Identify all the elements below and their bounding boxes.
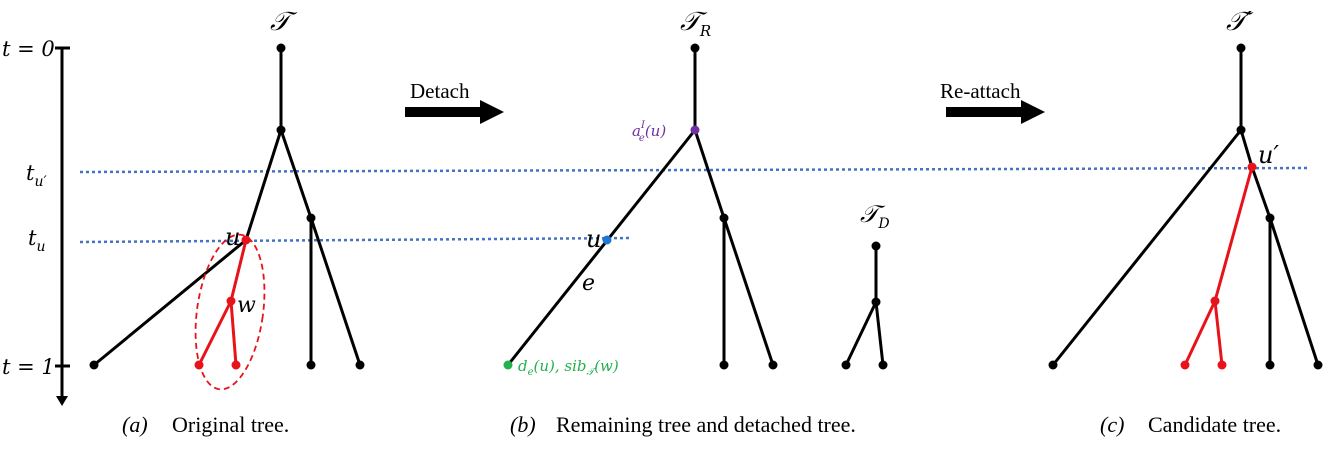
- edge-u-left: [93, 238, 247, 367]
- leaf-1: [89, 360, 99, 370]
- edge-u-prime-w: [1213, 166, 1254, 302]
- leaf-c2: [1180, 360, 1190, 370]
- caption-a-letter: (a): [122, 412, 148, 437]
- leaf-4: [306, 360, 316, 370]
- label-tu-prime: tu′: [26, 161, 47, 190]
- label-descendant: de(u), sib𝒯(w): [518, 357, 619, 378]
- panel-c-title: 𝒯′: [1226, 7, 1254, 37]
- caption-c-letter: (c): [1100, 412, 1124, 437]
- time-line-u-prime: [79, 166, 1309, 174]
- panel-b-title: 𝒯R: [680, 7, 711, 40]
- node-w-c: [1210, 296, 1220, 306]
- label-t1: t = 1: [2, 355, 55, 379]
- node-root-b: [690, 43, 700, 53]
- detach-label: Detach: [410, 79, 470, 103]
- node-u-prime: [1247, 162, 1257, 172]
- node-ancestor: [690, 125, 700, 135]
- label-w: w: [237, 293, 256, 318]
- edge-w-left: [197, 300, 233, 366]
- leaf-c1: [1048, 360, 1058, 370]
- edge-left-c: [1051, 129, 1243, 366]
- leaf-5: [355, 360, 365, 370]
- node-internal-c: [1236, 125, 1246, 135]
- node-td-w: [871, 297, 881, 307]
- node-descendant: [503, 360, 513, 370]
- node-root: [276, 43, 286, 53]
- edge-w-right-c: [1213, 300, 1224, 366]
- edge-w-right: [229, 300, 238, 366]
- edge-td-left: [844, 301, 878, 366]
- detach-arrow: [405, 100, 504, 124]
- label-u-prime: u′: [1258, 141, 1279, 169]
- node-u: [241, 235, 251, 245]
- edge-right: [279, 129, 313, 219]
- edge-right-b2: [722, 217, 775, 366]
- leaf-b1: [719, 360, 729, 370]
- edge-w-left-c: [1183, 300, 1217, 366]
- time-axis: t = 0 t = 1 tu′ tu: [2, 37, 70, 406]
- reattach-arrow-group: Re-attach: [940, 79, 1045, 124]
- edge-right-c2: [1268, 217, 1320, 366]
- node-right-internal-b: [719, 213, 729, 223]
- node-w: [226, 296, 236, 306]
- time-line-u: [79, 236, 633, 244]
- node-td-root: [871, 241, 881, 251]
- leaf-3: [231, 360, 241, 370]
- leaf-b2: [768, 360, 778, 370]
- label-t0: t = 0: [2, 37, 55, 61]
- leaf-td1: [841, 360, 851, 370]
- caption-c-text: Candidate tree.: [1148, 412, 1281, 437]
- time-axis-arrowhead: [56, 396, 68, 406]
- edge-u-w: [229, 239, 248, 302]
- edge-to-u-prime: [1239, 129, 1254, 168]
- detached-tree-title: 𝒯D: [860, 200, 890, 232]
- node-u-b: [602, 235, 612, 245]
- node-root-c: [1236, 43, 1246, 53]
- reattach-arrow: [946, 100, 1045, 124]
- node-right-internal: [306, 213, 316, 223]
- leaf-c3: [1217, 360, 1227, 370]
- edge-to-u: [244, 129, 283, 241]
- detached-subtree-ellipse: [194, 233, 266, 391]
- edge-right-b: [693, 129, 726, 219]
- node-right-internal-c: [1265, 213, 1275, 223]
- reattach-label: Re-attach: [940, 79, 1021, 103]
- detach-arrow-group: Detach: [405, 79, 504, 124]
- edge-u-prime-right: [1250, 166, 1272, 219]
- node-internal: [276, 125, 286, 135]
- edge-td-right: [874, 301, 885, 366]
- edge-right-b: [309, 217, 362, 366]
- leaf-td2: [878, 360, 888, 370]
- caption-a-text: Original tree.: [172, 412, 289, 437]
- label-tu: tu: [28, 226, 45, 255]
- label-u-b: u: [586, 225, 601, 253]
- panel-a-original-tree: 𝒯 u w (a) Original tree.: [89, 7, 365, 437]
- leaf-c4: [1265, 360, 1275, 370]
- label-e: e: [582, 271, 595, 296]
- panel-c-candidate-tree: 𝒯′ u′ (c) Candidate tree.: [1048, 7, 1323, 437]
- caption-b-letter: (b): [510, 412, 536, 437]
- leaf-2: [194, 360, 204, 370]
- label-u: u: [225, 223, 240, 251]
- panel-a-title: 𝒯: [270, 7, 298, 37]
- caption-b-text: Remaining tree and detached tree.: [556, 412, 856, 437]
- leaf-c5: [1313, 360, 1323, 370]
- edge-e: [506, 129, 697, 366]
